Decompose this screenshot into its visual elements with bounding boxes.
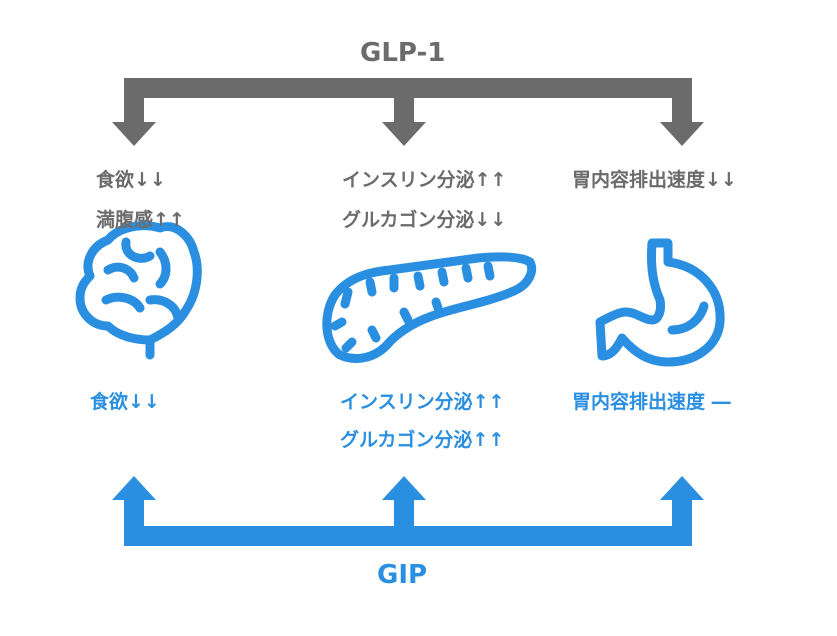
gip-arrowhead-pancreas bbox=[382, 476, 426, 500]
stomach-icon bbox=[595, 238, 725, 367]
glp1-arrowhead-brain bbox=[112, 122, 156, 146]
glp1-label: GLP-1 bbox=[360, 38, 446, 68]
glp1-pancreas-glucagon: グルカゴン分泌↓↓ bbox=[342, 209, 507, 231]
gip-pancreas-insulin: インスリン分泌↑↑ bbox=[340, 391, 505, 413]
gip-stomach-emptying: 胃内容排出速度 ― bbox=[572, 391, 731, 413]
brain-icon bbox=[75, 221, 202, 360]
glp1-arrowhead-stomach bbox=[660, 122, 704, 146]
pancreas-icon bbox=[322, 252, 537, 363]
glp1-stomach-emptying: 胃内容排出速度↓↓ bbox=[572, 169, 737, 191]
glp1-arrowhead-pancreas bbox=[382, 122, 426, 146]
gip-arrowhead-stomach bbox=[660, 476, 704, 500]
glp1-pancreas-insulin: インスリン分泌↑↑ bbox=[342, 169, 507, 191]
gip-brain-appetite: 食欲↓↓ bbox=[90, 391, 160, 413]
glp1-brain-appetite: 食欲↓↓ bbox=[96, 169, 166, 191]
gip-label: GIP bbox=[377, 560, 428, 590]
gip-arrowhead-brain bbox=[112, 476, 156, 500]
glp1-arrow-bracket bbox=[112, 78, 704, 146]
glp1-brain-satiety: 満腹感↑↑ bbox=[96, 209, 185, 231]
gip-pancreas-glucagon: グルカゴン分泌↑↑ bbox=[340, 429, 505, 451]
gip-arrow-bracket bbox=[112, 476, 704, 546]
